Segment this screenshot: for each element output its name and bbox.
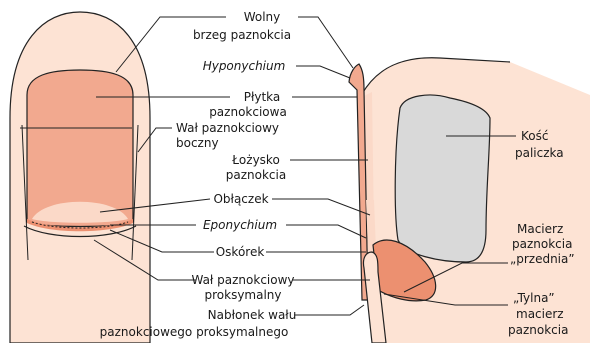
label-nablonek-2: paznokciowego proksymalnego: [100, 325, 289, 339]
label-wal-boczny-1: Wał paznokciowy: [176, 121, 279, 135]
label-nablonek-1: Nabłonek wału: [208, 308, 297, 322]
label-plytka-1: Płytka: [244, 90, 281, 104]
label-macierz-tylna-3: paznokcia: [508, 323, 568, 337]
label-macierz-tylna-1: „Tylna”: [513, 291, 555, 305]
label-kosc-2: paliczka: [515, 146, 564, 160]
label-wal-boczny-2: boczny: [176, 136, 219, 150]
leader-hyponychium: [296, 66, 350, 78]
label-hyponychium: Hyponychium: [203, 59, 286, 73]
label-wal-proksymalny-1: Wał paznokciowy: [191, 273, 294, 287]
finger-top-view: [10, 12, 150, 343]
leader-wolny-right: [298, 17, 353, 68]
bone-phalanx: [395, 95, 490, 262]
label-macierz-przednia-1: Macierz: [517, 222, 563, 236]
label-wolny-brzeg-1: Wolny: [244, 10, 281, 24]
label-wolny-brzeg-2: brzeg paznokcia: [193, 28, 291, 42]
label-macierz-przednia-3: „przednia”: [510, 252, 575, 266]
label-wal-proksymalny-2: proksymalny: [204, 288, 281, 302]
label-oskorek: Oskórek: [216, 245, 265, 259]
label-macierz-tylna-2: macierz: [516, 307, 564, 321]
leader-eponychium-right: [286, 225, 366, 238]
label-macierz-przednia-2: paznokcia: [512, 237, 572, 251]
label-eponychium: Eponychium: [203, 218, 277, 232]
label-kosc-1: Kość: [521, 129, 548, 143]
label-oblaczek: Obłączek: [213, 192, 268, 206]
leader-oblaczek-right: [272, 199, 370, 215]
label-lozysko-1: Łożysko: [231, 153, 280, 167]
label-lozysko-2: paznokcia: [226, 168, 286, 182]
label-plytka-2: paznokciowa: [209, 105, 287, 119]
leader-nablonek: [294, 305, 364, 315]
